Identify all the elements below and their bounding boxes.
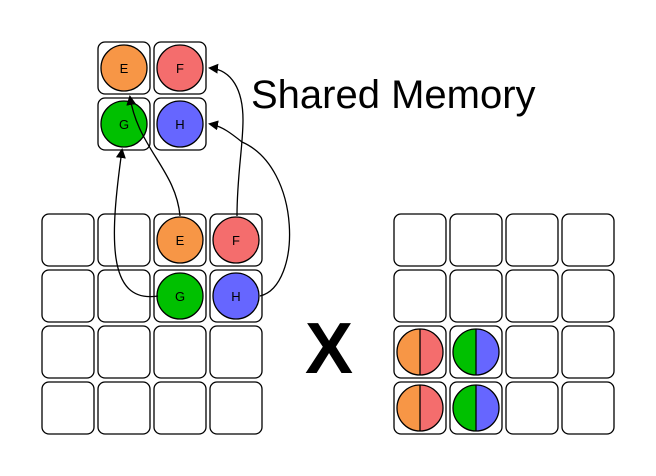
shared-memory-node-circle	[156, 100, 204, 148]
left-matrix-cell	[97, 325, 151, 379]
left-matrix-grid: E F G H	[41, 213, 263, 435]
split-node-left-half	[397, 329, 420, 375]
shared-memory-node-circle	[100, 100, 148, 148]
left-matrix-cell	[153, 381, 207, 435]
split-node-left-half	[453, 329, 476, 375]
right-matrix-cell	[561, 381, 615, 435]
right-matrix-cell	[505, 381, 559, 435]
left-matrix-node-e: E	[156, 216, 204, 264]
split-node-right-half	[420, 385, 443, 431]
left-matrix-cell	[41, 381, 95, 435]
left-matrix-cell	[41, 213, 95, 267]
left-matrix-cell	[97, 213, 151, 267]
left-matrix-cell	[41, 325, 95, 379]
left-matrix-node-h: H	[212, 272, 260, 320]
split-node-outline	[396, 328, 444, 376]
shared-memory-node-h: H	[156, 100, 204, 148]
split-node-outline	[452, 328, 500, 376]
split-node-outline	[396, 384, 444, 432]
shared-memory-node-label: G	[119, 117, 129, 132]
right-matrix-cell	[505, 213, 559, 267]
split-node-outline	[452, 384, 500, 432]
left-matrix-cell	[209, 325, 263, 379]
right-matrix-cell	[393, 269, 447, 323]
right-matrix-cell	[561, 213, 615, 267]
right-matrix-cell	[449, 213, 503, 267]
split-node-gh	[452, 384, 500, 432]
right-matrix-cell	[505, 269, 559, 323]
shared-memory-node-g: G	[100, 100, 148, 148]
split-node-right-half	[476, 329, 499, 375]
right-matrix-cell	[561, 269, 615, 323]
transfer-arrows	[113, 63, 291, 298]
shared-memory-node-e: E	[100, 44, 148, 92]
shared-memory-node-f: F	[156, 44, 204, 92]
left-matrix-cell	[153, 325, 207, 379]
split-node-right-half	[420, 329, 443, 375]
shared-memory-title: Shared Memory	[251, 73, 536, 117]
left-matrix-node-label: H	[231, 289, 240, 304]
transfer-arrow-e	[126, 95, 181, 217]
shared-memory-node-label: F	[176, 61, 184, 76]
right-matrix-cell	[449, 269, 503, 323]
multiply-operator: X	[305, 309, 353, 389]
right-matrix-grid	[393, 213, 615, 435]
right-matrix-cell	[393, 213, 447, 267]
left-matrix-node-label: F	[232, 233, 240, 248]
split-node-gh	[452, 328, 500, 376]
left-matrix-node-circle	[212, 216, 260, 264]
right-matrix-cell	[561, 325, 615, 379]
transfer-arrow-h	[208, 120, 291, 297]
left-matrix-cell	[41, 269, 95, 323]
shared-memory-grid: E F G H	[97, 41, 207, 151]
split-node-left-half	[397, 385, 420, 431]
split-node-right-half	[476, 385, 499, 431]
left-matrix-node-label: E	[176, 233, 185, 248]
left-matrix-node-g: G	[156, 272, 204, 320]
right-matrix-cell	[505, 325, 559, 379]
left-matrix-node-f: F	[212, 216, 260, 264]
left-matrix-node-circle	[212, 272, 260, 320]
shared-memory-node-circle	[156, 44, 204, 92]
left-matrix-cell	[209, 381, 263, 435]
split-node-ef	[396, 328, 444, 376]
split-node-ef	[396, 384, 444, 432]
shared-memory-node-label: H	[175, 117, 184, 132]
shared-memory-node-circle	[100, 44, 148, 92]
split-node-left-half	[453, 385, 476, 431]
transfer-arrow-g	[113, 148, 159, 298]
left-matrix-node-circle	[156, 216, 204, 264]
left-matrix-node-label: G	[175, 289, 185, 304]
left-matrix-cell	[97, 381, 151, 435]
transfer-arrow-f	[208, 63, 244, 217]
shared-memory-node-label: E	[120, 61, 129, 76]
